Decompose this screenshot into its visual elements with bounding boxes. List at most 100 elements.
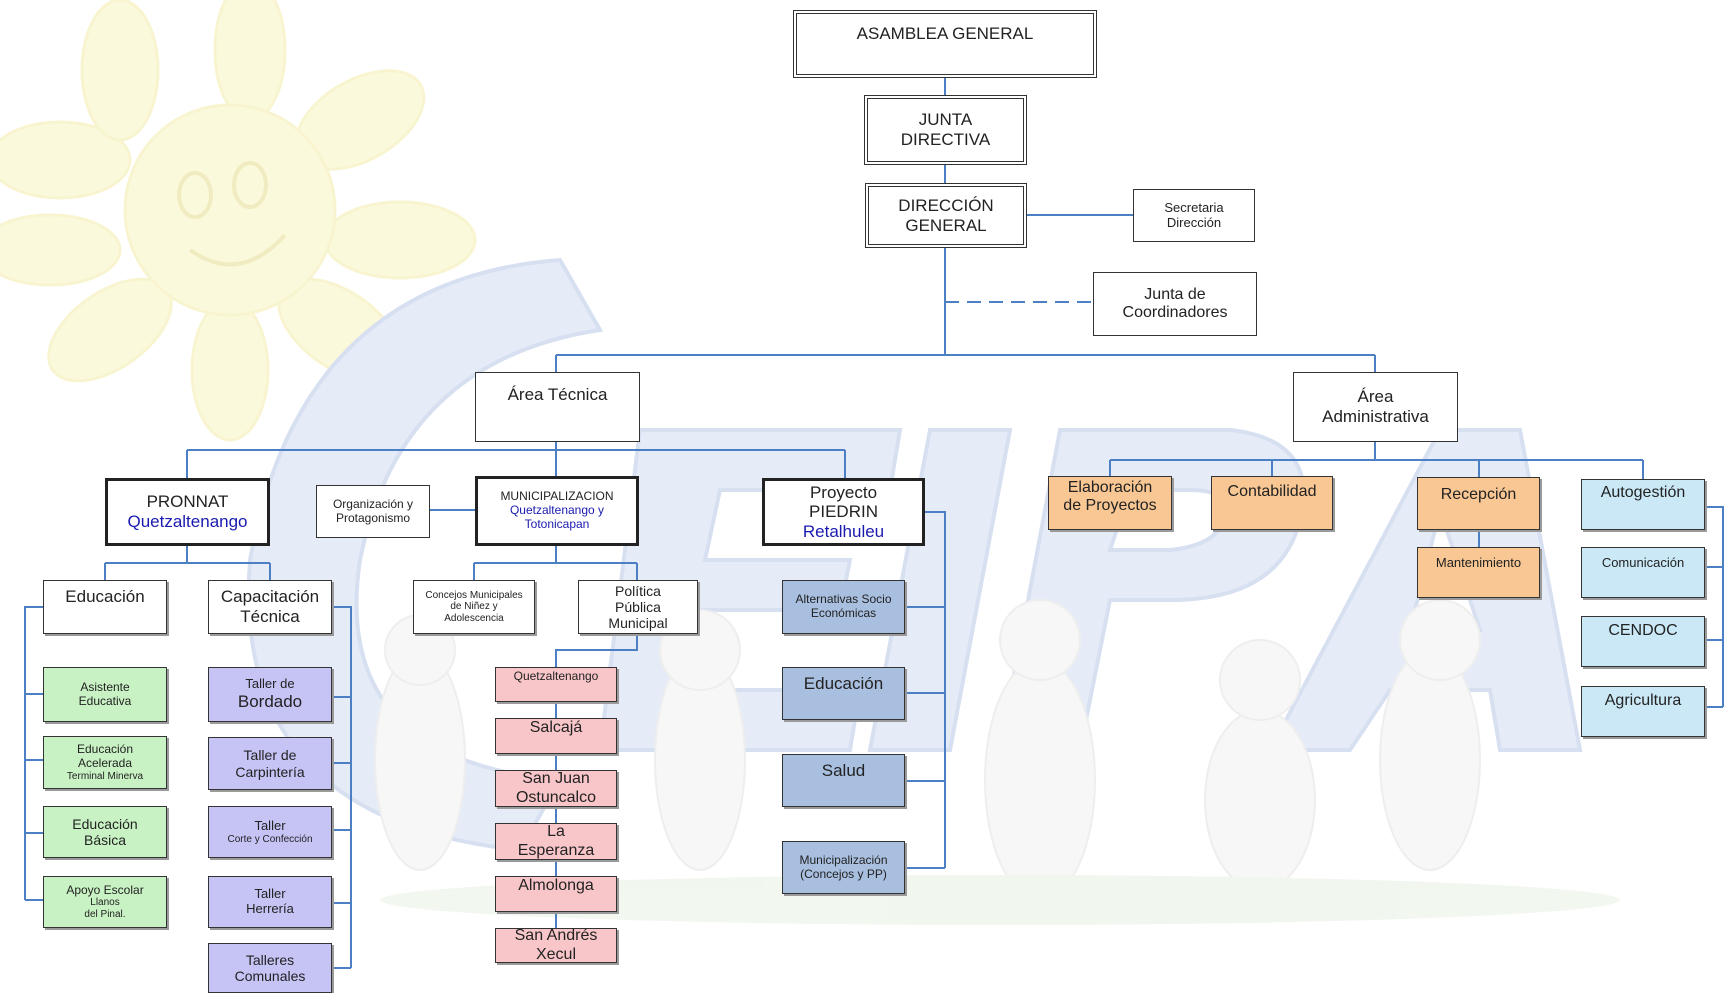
contabilidad-box: Contabilidad: [1211, 476, 1333, 530]
asistente-line1: Asistente: [80, 679, 130, 694]
autogestion-box: Autogestión: [1581, 479, 1705, 530]
educacion-basica-box: Educación Básica: [43, 806, 167, 858]
comunales-line2: Comunales: [234, 968, 306, 984]
alternativas-line1: Alternativas Socio: [795, 592, 892, 607]
asamblea-general-box: ASAMBLEA GENERAL: [793, 10, 1097, 78]
carpinteria-line2: Carpintería: [235, 763, 305, 780]
salcaja-label: Salcajá: [529, 719, 583, 736]
alternativas-socio-box: Alternativas Socio Económicas: [782, 580, 905, 634]
herreria-line1: Taller: [254, 886, 286, 902]
comunicacion-box: Comunicación: [1581, 547, 1705, 598]
secretaria-direccion-box: Secretaria Dirección: [1133, 189, 1255, 242]
la-esperanza-line1: La: [547, 823, 565, 841]
acelerada-line2: Acelerada: [77, 755, 133, 770]
junta-directiva-line2: DIRECTIVA: [900, 130, 991, 149]
organizacion-line1: Organización y: [332, 496, 414, 511]
comunicacion-label: Comunicación: [1601, 555, 1685, 570]
municipio-san-andres-box: San Andrés Xecul: [495, 927, 617, 963]
concejos-line3: Adolescencia: [444, 612, 504, 624]
mantenimiento-label: Mantenimiento: [1435, 555, 1522, 570]
carpinteria-line1: Taller de: [243, 747, 297, 764]
san-andres-line1: San Andrés: [514, 927, 598, 945]
basica-line1: Educación: [72, 815, 138, 832]
corte-line1: Taller: [254, 817, 286, 833]
acelerada-line1: Educación: [76, 741, 134, 756]
capacitacion-tecnica-box: Capacitación Técnica: [208, 580, 332, 634]
junta-directiva-line1: JUNTA: [918, 110, 973, 130]
agricultura-label: Agricultura: [1604, 692, 1682, 709]
municipio-la-esperanza-box: La Esperanza: [495, 823, 617, 860]
recepcion-box: Recepción: [1417, 477, 1540, 530]
politica-line2: Pública: [615, 598, 661, 615]
municipalizacion-line3: Totonicapan: [524, 516, 590, 531]
apoyo-escolar-box: Apoyo Escolar Llanos del Pinal.: [43, 876, 167, 928]
municipalizacion-line2: Quetzaltenango y: [509, 503, 605, 518]
recepcion-label: Recepción: [1440, 486, 1517, 503]
cendoc-label: CENDOC: [1608, 622, 1678, 639]
capacitacion-line2: Técnica: [240, 607, 300, 626]
direccion-general-line1: DIRECCIÓN: [898, 195, 994, 215]
pronnat-line2: Quetzaltenango: [127, 512, 248, 531]
cendoc-box: CENDOC: [1581, 616, 1705, 667]
capacitacion-line1: Capacitación: [220, 587, 320, 607]
elaboracion-line1: Elaboración: [1067, 479, 1153, 496]
agricultura-box: Agricultura: [1581, 686, 1705, 737]
area-tecnica-label: Área Técnica: [507, 385, 608, 404]
municipalizacion-line1: MUNICIPALIZACION: [500, 489, 614, 504]
pronnat-line1: PRONNAT: [146, 492, 229, 512]
acelerada-line3: Terminal Minerva: [66, 770, 144, 782]
autogestion-label: Autogestión: [1600, 484, 1686, 501]
herreria-line2: Herrería: [246, 901, 294, 916]
san-andres-line2: Xecul: [535, 945, 577, 963]
elaboracion-line2: de Proyectos: [1063, 497, 1157, 515]
area-tecnica-box: Área Técnica: [475, 372, 640, 442]
contabilidad-label: Contabilidad: [1227, 483, 1317, 500]
proyecto-piedrin-box: Proyecto PIEDRIN Retalhuleu: [762, 478, 925, 546]
basica-line2: Básica: [83, 832, 127, 848]
educacion-acelerada-box: Educación Acelerada Terminal Minerva: [43, 736, 167, 789]
municipio-san-juan-box: San Juan Ostuncalco: [495, 770, 617, 807]
secretaria-line1: Secretaria: [1164, 199, 1224, 215]
piedrin-municipalizacion-line1: Municipalización: [799, 852, 888, 867]
comunales-line1: Talleres: [245, 951, 295, 968]
municipio-salcaja-box: Salcajá: [495, 718, 617, 754]
sun-icon: [0, 0, 477, 442]
mantenimiento-box: Mantenimiento: [1417, 547, 1540, 598]
taller-herreria-box: Taller Herrería: [208, 876, 332, 928]
educacion-label: Educación: [65, 587, 145, 606]
san-juan-line1: San Juan: [522, 770, 590, 788]
taller-carpinteria-box: Taller de Carpintería: [208, 737, 332, 790]
organizacion-protagonismo-box: Organización y Protagonismo: [316, 485, 430, 538]
junta-directiva-box: JUNTA DIRECTIVA: [864, 95, 1027, 165]
asistente-educativa-box: Asistente Educativa: [43, 667, 167, 722]
apoyo-line1: Apoyo Escolar: [66, 882, 144, 897]
piedrin-educacion-box: Educación: [782, 667, 905, 720]
junta-coordinadores-box: Junta de Coordinadores: [1093, 272, 1257, 336]
junta-coordinadores-line2: Coordinadores: [1122, 304, 1228, 321]
salud-label: Salud: [821, 761, 866, 780]
almolonga-label: Almolonga: [518, 877, 594, 894]
asamblea-general-label: ASAMBLEA GENERAL: [856, 24, 1034, 43]
piedrin-line1: Proyecto: [809, 482, 878, 502]
direccion-general-line2: GENERAL: [905, 215, 987, 235]
piedrin-line2: PIEDRIN: [809, 502, 878, 522]
piedrin-educacion-label: Educación: [803, 674, 884, 693]
bordado-line1: Taller de: [245, 676, 295, 692]
bordado-line2: Bordado: [237, 692, 303, 712]
san-juan-line2: Ostuncalco: [515, 788, 597, 806]
politica-line1: Política: [615, 582, 661, 599]
area-administrativa-line1: Área: [1357, 387, 1394, 407]
talleres-comunales-box: Talleres Comunales: [208, 943, 332, 993]
area-administrativa-line2: Administrativa: [1322, 407, 1429, 426]
taller-bordado-box: Taller de Bordado: [208, 667, 332, 722]
municipalizacion-box: MUNICIPALIZACION Quetzaltenango y Totoni…: [475, 476, 639, 546]
direccion-general-box: DIRECCIÓN GENERAL: [865, 183, 1027, 248]
pronnat-box: PRONNAT Quetzaltenango: [105, 478, 270, 546]
politica-line3: Municipal: [608, 615, 668, 632]
concejos-line2: de Niñez y: [450, 601, 498, 613]
municipio-almolonga-box: Almolonga: [495, 876, 617, 912]
area-administrativa-box: Área Administrativa: [1293, 372, 1458, 442]
educacion-box: Educación: [43, 580, 167, 634]
